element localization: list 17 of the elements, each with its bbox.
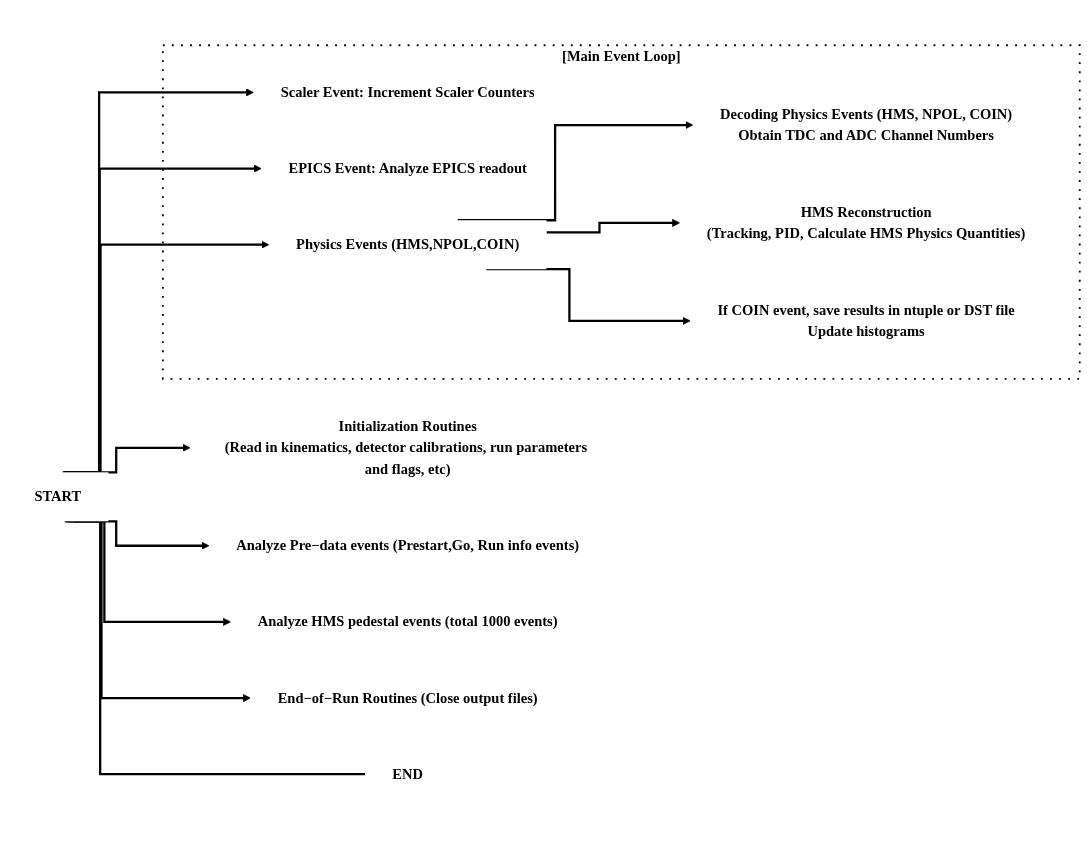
node-text: End−of−Run Routines (Close output files) — [277, 689, 538, 706]
arrow — [546, 219, 681, 234]
node-text: END — [392, 766, 423, 782]
node-text: EPICS Event: Analyze EPICS readout — [288, 160, 527, 176]
connector — [64, 520, 366, 776]
arrow — [65, 240, 270, 474]
arrow — [62, 88, 254, 474]
node-text: Initialization Routines (Read in kinematics, detector calibrations, run parameters and flags, etc) — [224, 417, 588, 477]
node-text: Decoding Physics Events (HMS, NPOL, COIN) Obtain TDC and ADC Channel Numbers — [720, 106, 1013, 144]
node-text: Analyze Pre−data events (Prestart,Go, Run info events) — [236, 537, 580, 554]
arrow — [486, 268, 691, 325]
node-text: HMS Reconstruction (Tracking, PID, Calculate HMS Physics Quantities) — [706, 203, 1026, 242]
node-text: Scaler Event: Increment Scaler Counters — [280, 84, 535, 100]
arrow — [457, 121, 694, 222]
node-text: If COIN event, save results in ntuple or DST file Update histograms — [717, 301, 1015, 340]
node-text: Analyze HMS pedestal events (total 1000 events) — [257, 613, 558, 630]
arrow — [63, 164, 262, 474]
